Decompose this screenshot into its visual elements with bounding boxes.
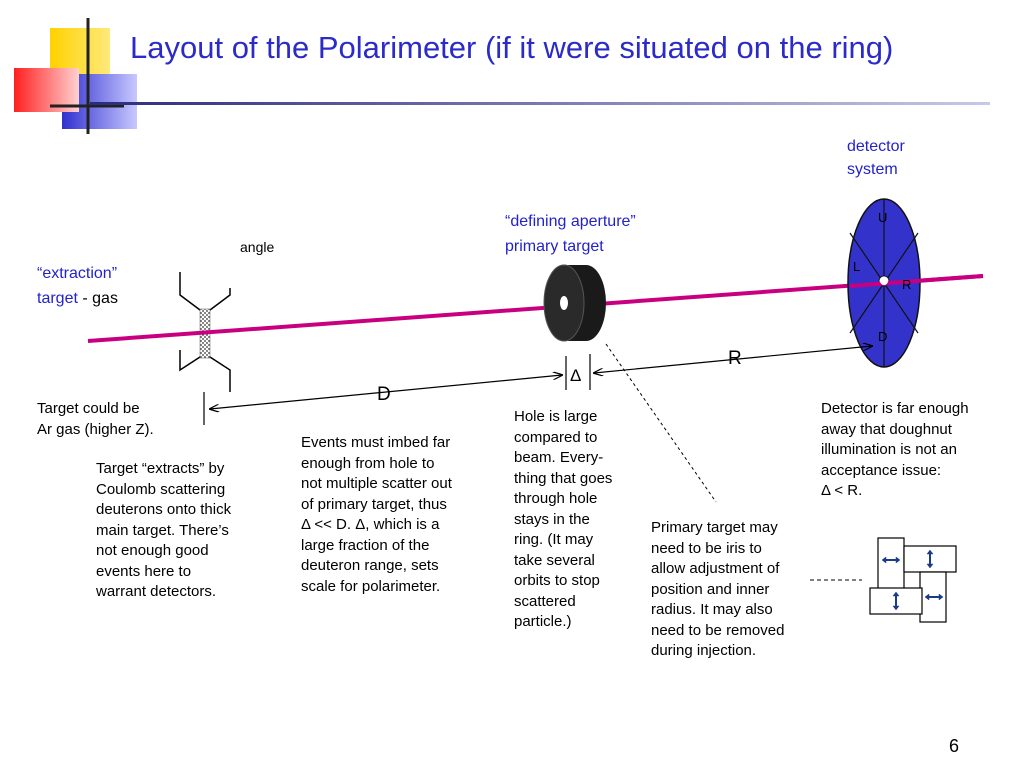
note-line: main target. There’s: [96, 521, 229, 539]
note-line: during injection.: [651, 642, 757, 659]
note-line: of primary target, thus: [301, 495, 447, 513]
r-dimension-label: R: [728, 348, 742, 369]
note-target-gas: Target could be Ar gas (higher Z).: [37, 399, 154, 440]
note-line: not enough good: [96, 542, 209, 559]
note-line: need to be removed: [651, 621, 785, 639]
note-target-extracts: Target “extracts” by Coulomb scattering …: [96, 459, 231, 603]
note-events-imbed: Events must imbed far enough from hole t…: [301, 433, 452, 597]
note-line: position and inner: [651, 580, 770, 598]
note-line: Target “extracts” by: [96, 460, 225, 477]
note-line: radius. It may also: [651, 601, 773, 618]
page-number: 6: [948, 736, 959, 756]
note-line: scattered: [514, 592, 576, 610]
note-line: events here to: [96, 562, 192, 580]
quadrant-u: U: [878, 210, 888, 225]
note-line: allow adjustment of: [651, 560, 780, 577]
quadrant-l: L: [853, 259, 861, 274]
extraction-label: “extraction”: [37, 265, 118, 282]
note-hole-large: Hole is large compared to beam. Every- t…: [514, 407, 612, 633]
note-line: Primary target may: [651, 519, 778, 536]
beam-line: [87, 274, 984, 343]
aperture-label-2: primary target: [505, 238, 604, 255]
note-line: need to be iris to: [651, 539, 762, 557]
note-detector-far: Detector is far enough away that doughnu…: [821, 399, 969, 502]
note-line: Detector is far enough: [821, 400, 969, 417]
note-line: compared to: [514, 428, 598, 446]
title-underline: [90, 102, 990, 105]
note-line: Events must imbed far: [301, 434, 451, 451]
note-line: large fraction of the: [301, 536, 430, 554]
delta-dimension-label: Δ: [570, 366, 582, 385]
note-line: through hole: [514, 490, 598, 507]
note-line: Ar gas (higher Z).: [37, 420, 154, 438]
note-line: take several: [514, 551, 595, 569]
d-dimension-label: D: [377, 384, 391, 405]
extraction-gas-word: - gas: [77, 290, 118, 307]
note-line: not multiple scatter out: [301, 475, 452, 492]
dimension-lines: [203, 346, 872, 425]
note-line: Δ < R.: [821, 482, 863, 499]
note-line: Hole is large: [514, 408, 598, 425]
note-line: Δ << D. Δ, which is a: [301, 516, 440, 533]
detector-label-1: detector: [847, 138, 905, 155]
note-line: warrant detectors.: [96, 583, 217, 600]
aperture-pointer: [605, 343, 717, 503]
note-line: thing that goes: [514, 469, 613, 487]
note-line: Coulomb scattering: [96, 480, 226, 498]
note-line: away that doughnut: [821, 420, 952, 438]
note-line: acceptance issue:: [821, 461, 942, 479]
note-line: Target could be: [37, 400, 140, 417]
note-line: ring. (It may: [514, 531, 594, 548]
note-line: scale for polarimeter.: [301, 577, 441, 595]
note-line: deuteron range, sets: [301, 557, 439, 574]
iris-diagram: [869, 537, 957, 623]
detector-label-2: system: [847, 161, 898, 178]
corner-logo: [14, 18, 137, 134]
angle-label: angle: [240, 239, 275, 255]
note-line: orbits to stop: [514, 572, 600, 589]
extraction-target-label: target - gas: [37, 289, 118, 310]
note-line: enough from hole to: [301, 454, 435, 472]
note-line: deuterons onto thick: [96, 501, 232, 518]
aperture-label-1: “defining aperture”: [505, 213, 636, 230]
note-line: stays in the: [514, 510, 590, 528]
quadrant-d: D: [878, 329, 888, 344]
primary-target: [543, 264, 606, 342]
note-line: illumination is not an: [821, 441, 957, 458]
note-line: beam. Every-: [514, 449, 604, 466]
quadrant-r: R: [902, 277, 912, 292]
extraction-target-word: target: [37, 290, 78, 307]
note-line: particle.): [514, 613, 572, 630]
slide-title: Layout of the Polarimeter (if it were si…: [130, 30, 894, 65]
note-primary-iris: Primary target may need to be iris to al…: [651, 518, 784, 662]
